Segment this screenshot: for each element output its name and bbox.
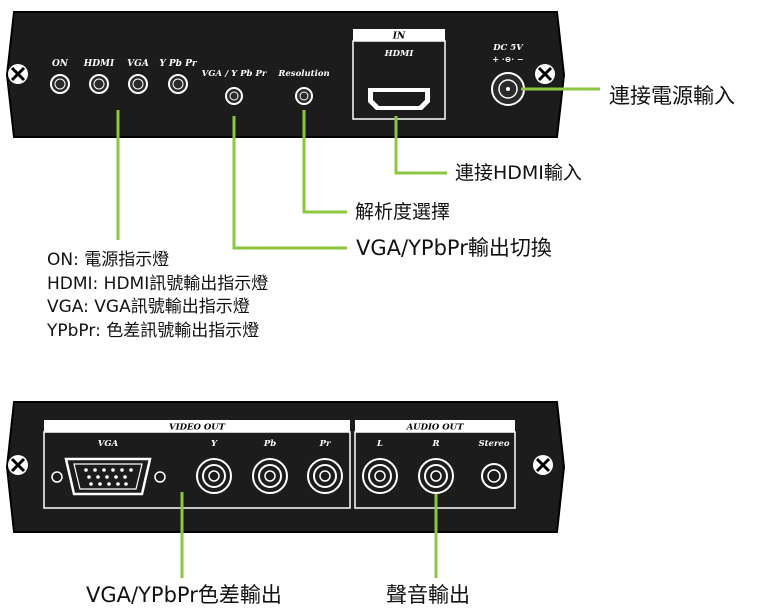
callout-switch-output: VGA/YPbPr輸出切換 <box>356 236 552 260</box>
led-legend: ON: 電源指示燈 HDMI: HDMI訊號輸出指示燈 VGA: VGA訊號輸出… <box>47 249 268 343</box>
bottom-leader-lines <box>180 492 438 578</box>
switch-label: VGA / Y Pb Pr <box>202 69 267 79</box>
callout-hdmi-input: 連接HDMI輸入 <box>455 162 582 184</box>
led-label-hdmi: HDMI <box>83 59 115 69</box>
screw-icon <box>8 64 28 84</box>
callout-resolution-select: 解析度選擇 <box>355 201 450 223</box>
screw-icon <box>535 64 555 84</box>
stereo-jack-icon <box>481 463 507 489</box>
audio-out-block: AUDIO OUT L R Stereo <box>354 420 516 509</box>
pb-port-label: Pb <box>263 439 276 449</box>
hdmi-port-label: HDMI <box>384 49 415 59</box>
leader-resolution <box>302 110 347 214</box>
dc-power-jack-icon <box>491 72 525 106</box>
y-port-label: Y <box>211 439 218 449</box>
led-ypbpr <box>168 74 188 94</box>
pr-port-label: Pr <box>319 439 331 449</box>
dc-label: DC 5V <box>492 43 524 53</box>
video-out-block: VIDEO OUT VGA Y Pb Pr <box>43 420 351 509</box>
switch-button <box>225 87 243 105</box>
hdmi-port-icon <box>368 88 430 110</box>
resolution-label: Resolution <box>277 69 329 79</box>
vga-port-label: VGA <box>98 439 119 449</box>
video-out-header: VIDEO OUT <box>169 423 226 433</box>
led-label-on: ON <box>52 59 69 69</box>
legend-item-on: ON: 電源指示燈 <box>47 250 170 270</box>
leader-switch <box>232 116 347 250</box>
led-label-vga: VGA <box>127 59 149 69</box>
resolution-button <box>295 87 313 105</box>
screw-icon <box>533 455 553 475</box>
screw-icon <box>8 455 28 475</box>
rca-audio-r-port-icon <box>418 458 454 494</box>
callout-power-input: 連接電源輸入 <box>609 84 735 108</box>
leader-hdmi-input <box>394 116 447 175</box>
rca-pb-port-icon <box>252 458 288 494</box>
led-hdmi <box>89 74 109 94</box>
callout-audio-output: 聲音輸出 <box>386 583 470 607</box>
bottom-panel: VIDEO OUT VGA Y Pb Pr <box>5 401 566 533</box>
callout-component-output: VGA/YPbPr色差輸出 <box>86 583 282 607</box>
vga-port-icon <box>51 457 166 496</box>
legend-item-hdmi: HDMI: HDMI訊號輸出指示燈 <box>47 273 269 294</box>
led-label-ypbpr: Y Pb Pr <box>159 59 198 69</box>
in-header: IN <box>392 32 406 42</box>
audio-l-label: L <box>376 439 383 449</box>
led-vga <box>128 74 148 94</box>
dc-polarity: + ·⊖· − <box>492 54 523 64</box>
hdmi-in-block: IN HDMI <box>352 29 446 120</box>
rca-pr-port-icon <box>307 458 343 494</box>
top-panel: ON HDMI VGA Y Pb Pr VGA / Y Pb Pr Resolu… <box>5 11 566 138</box>
rca-audio-l-port-icon <box>362 458 398 494</box>
top-leader-lines <box>116 87 600 250</box>
legend-item-ypbpr: YPbPr: 色差訊號輸出指示燈 <box>47 320 260 341</box>
audio-out-header: AUDIO OUT <box>406 423 465 433</box>
legend-item-vga: VGA: VGA訊號輸出指示燈 <box>47 297 250 317</box>
audio-r-label: R <box>431 439 439 449</box>
rca-y-port-icon <box>196 458 232 494</box>
led-on <box>50 74 70 94</box>
stereo-label: Stereo <box>478 439 509 449</box>
